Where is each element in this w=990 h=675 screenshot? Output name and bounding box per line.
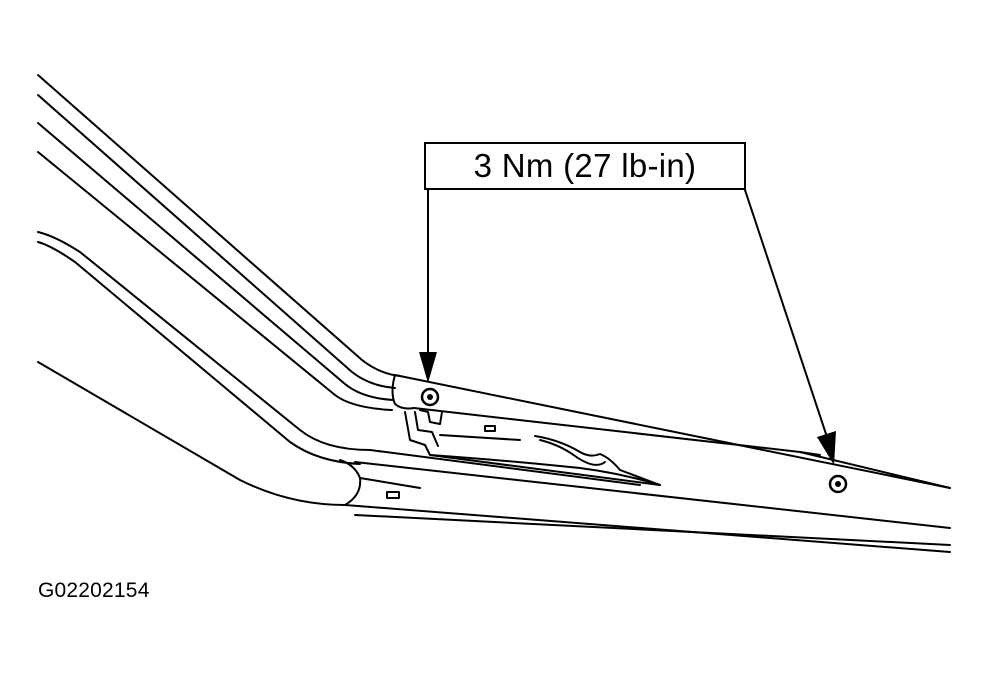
wiper-arm-lines bbox=[37, 74, 401, 411]
callout-leader-lines bbox=[427, 189, 829, 441]
figure-id-label: G02202154 bbox=[38, 579, 150, 602]
torque-callout-label: 3 Nm (27 lb-in) bbox=[424, 142, 746, 190]
wiper-mount-body bbox=[391, 374, 951, 489]
arrowhead-right-icon bbox=[817, 431, 836, 465]
screw-left-icon bbox=[420, 387, 440, 407]
arrowheads bbox=[419, 352, 836, 465]
screw-right-icon bbox=[828, 474, 848, 494]
cowl-panel-lines bbox=[37, 231, 951, 553]
arrowhead-left-icon bbox=[419, 352, 437, 383]
